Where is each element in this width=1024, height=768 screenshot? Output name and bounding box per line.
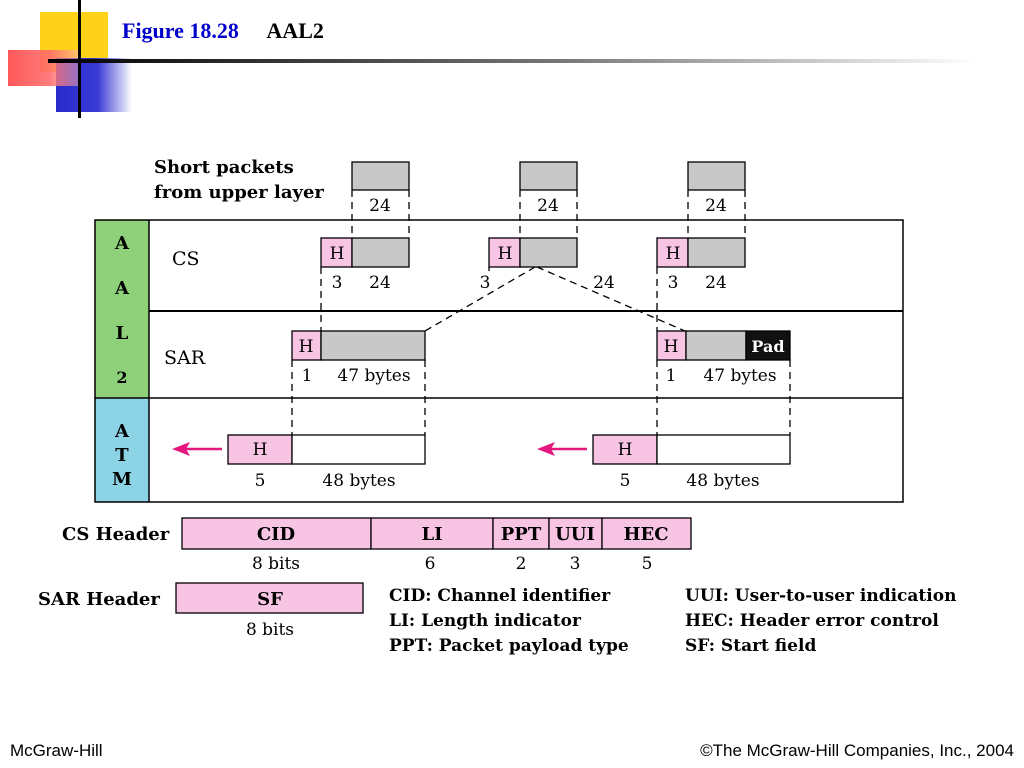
atm-header-2-h: H — [618, 440, 633, 460]
short-packets-label-1: Short packets — [154, 157, 294, 178]
sar-payload-2 — [685, 330, 747, 361]
cs-payload-1 — [351, 237, 410, 268]
legend-sf: SF: Start field — [685, 636, 816, 656]
footer-copyright: ©The McGraw-Hill Companies, Inc., 2004 — [700, 741, 1014, 760]
cs-payload-2-size: 24 — [593, 273, 615, 293]
sar-payload-1 — [320, 330, 426, 361]
upper-packet-3-size: 24 — [705, 196, 727, 216]
sar-layer-label: SAR — [164, 347, 206, 369]
sar-payload-1-size: 47 bytes — [337, 366, 410, 386]
sar-header-field-sf — [175, 582, 364, 614]
footer-publisher: McGraw-Hill — [10, 741, 103, 760]
atm-letter-2: T — [115, 445, 129, 466]
legend-cid: CID: Channel identifier — [389, 586, 611, 606]
atm-header-1-h: H — [253, 440, 268, 460]
atm-payload-2-size: 48 bytes — [686, 471, 759, 491]
output-arrow-icon-1 — [172, 442, 222, 456]
layer-frame — [94, 219, 904, 503]
atm-letter-3: M — [112, 469, 132, 490]
upper-packet-3 — [687, 161, 746, 191]
upper-packet-1 — [351, 161, 410, 191]
cs-header-1-size: 3 — [332, 273, 343, 293]
decor-vertical-line — [78, 0, 81, 118]
sar-header-1-size: 1 — [302, 366, 313, 386]
atm-payload-2 — [656, 434, 791, 465]
cs-header-label: CS Header — [62, 524, 170, 545]
cs-payload-2 — [519, 237, 578, 268]
cs-header-field-li — [370, 517, 494, 550]
cs-header-2-h: H — [498, 244, 513, 264]
decor-red-bar — [8, 50, 78, 86]
legend-uui: UUI: User-to-user indication — [685, 586, 956, 606]
cs-field-uui: UUI — [555, 524, 595, 545]
atm-payload-1 — [291, 434, 426, 465]
atm-header-2-size: 5 — [620, 471, 631, 491]
sar-field-sf-size: 8 bits — [246, 620, 294, 640]
atm-payload-1-size: 48 bytes — [322, 471, 395, 491]
cs-payload-1-size: 24 — [369, 273, 391, 293]
short-packets-label-2: from upper layer — [154, 182, 324, 203]
legend-ppt: PPT: Packet payload type — [389, 636, 629, 656]
aal-letter-4: 2 — [116, 368, 127, 387]
cs-header-1 — [320, 237, 353, 268]
atm-band — [95, 398, 149, 502]
cs-header-3-size: 3 — [668, 273, 679, 293]
cs-header-field-cid — [181, 517, 372, 550]
sar-header-2-size: 1 — [666, 366, 677, 386]
atm-header-1-size: 5 — [255, 471, 266, 491]
atm-header-2 — [592, 434, 658, 465]
cs-field-ppt: PPT — [501, 524, 542, 545]
cs-field-cid-size: 8 bits — [252, 554, 300, 574]
legend-li: LI: Length indicator — [389, 611, 582, 631]
sar-pad — [745, 330, 791, 361]
sar-header-2-h: H — [664, 337, 679, 357]
cs-header-2-size: 3 — [480, 273, 491, 293]
aal-letter-1: A — [114, 233, 130, 254]
cs-field-li: LI — [421, 524, 442, 545]
aal2-diagram: Short packets from upper layer A A L 2 A… — [38, 157, 956, 656]
cs-header-3 — [656, 237, 689, 268]
aal-letter-3: L — [116, 323, 129, 344]
cs-header-2 — [488, 237, 521, 268]
cs-layer-label: CS — [172, 248, 200, 270]
sar-header-label: SAR Header — [38, 589, 160, 610]
slide-title: Figure 18.28 AAL2 — [122, 18, 324, 44]
sar-field-sf: SF — [257, 589, 283, 610]
upper-packet-2 — [519, 161, 578, 191]
cs-header-1-h: H — [330, 244, 345, 264]
cs-field-uui-size: 3 — [570, 554, 581, 574]
aal2-band — [95, 220, 149, 398]
cs-field-cid: CID — [257, 524, 295, 545]
legend-hec: HEC: Header error control — [685, 611, 939, 631]
sar-pad-label: Pad — [751, 337, 784, 356]
figure-label: Figure 18.28 — [122, 18, 239, 43]
cs-field-hec-size: 5 — [642, 554, 653, 574]
cs-field-li-size: 6 — [425, 554, 436, 574]
atm-letter-1: A — [114, 421, 130, 442]
decor-rule — [48, 59, 978, 63]
upper-packet-1-size: 24 — [369, 196, 391, 216]
cs-header-field-hec — [601, 517, 692, 550]
output-arrow-icon-2 — [537, 442, 587, 456]
cs-payload-3 — [687, 237, 746, 268]
cs-header-3-h: H — [666, 244, 681, 264]
dashed-guides — [291, 190, 791, 435]
cs-field-hec: HEC — [623, 524, 668, 545]
sar-payload-2-size: 47 bytes — [703, 366, 776, 386]
figure-name: AAL2 — [266, 18, 324, 43]
sar-header-1-h: H — [299, 337, 314, 357]
cs-payload-3-size: 24 — [705, 273, 727, 293]
aal-letter-2: A — [114, 278, 130, 299]
cs-field-ppt-size: 2 — [516, 554, 527, 574]
atm-header-1 — [227, 434, 293, 465]
sar-header-1 — [291, 330, 322, 361]
upper-packet-2-size: 24 — [537, 196, 559, 216]
